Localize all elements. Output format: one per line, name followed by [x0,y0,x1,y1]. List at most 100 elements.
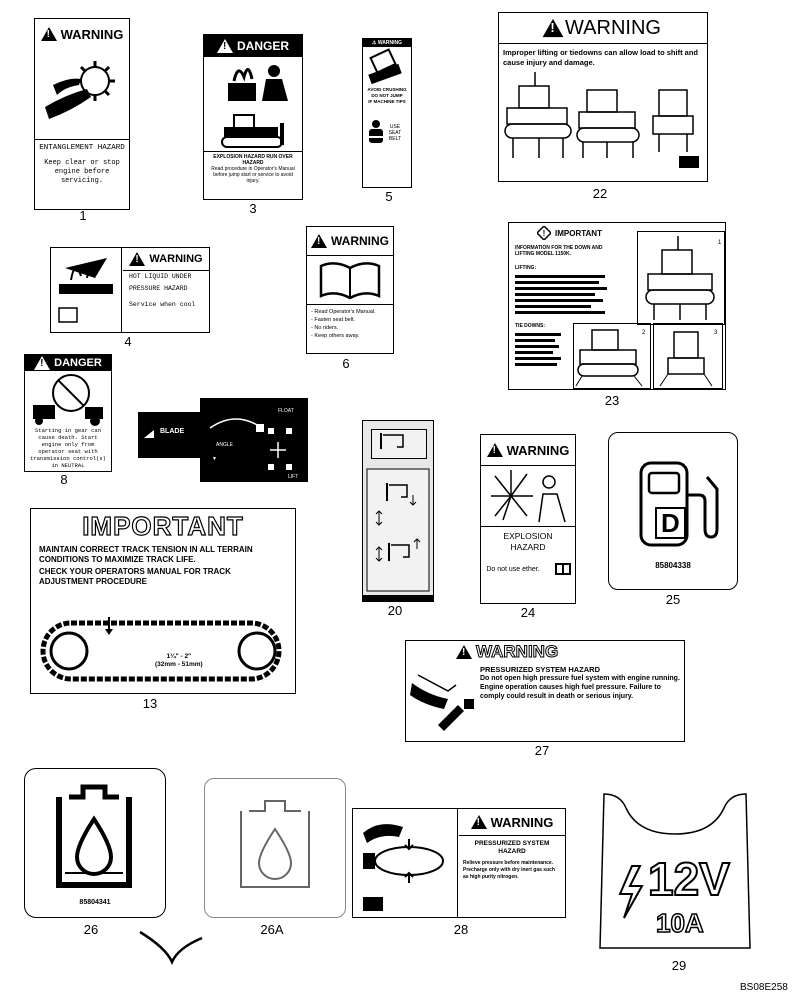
warning-triangle-icon [542,18,564,38]
decal-29-outline [599,793,751,949]
decal-5-seat-belt: ⚠ WARNING AVOID CRUSHING DO NOT JUMP IF … [362,38,412,188]
decal-23-subheader: INFORMATION FOR THE DOWN AND LIFTING MOD… [515,245,603,257]
runover-prohibition-icon [33,374,103,426]
tie-down-diagram-3: 3 [653,323,723,389]
danger-triangle-icon [34,356,51,370]
decal-25-letter: D [655,507,686,539]
diesel-fuel-pump-icon [639,461,719,547]
decal-13-line1: MAINTAIN CORRECT TRACK TENSION IN ALL TE… [39,545,253,564]
callout-13: 13 [142,696,158,711]
decal-24-header: WARNING [506,442,570,458]
decal-28-header: WARNING [490,814,554,830]
decal-5-line3: IF MACHINE TIPS [368,99,406,104]
tie-downs-text-block [515,333,561,366]
decal-27-pressurized-fuel-warning: WARNING PRESSURIZED SYSTEM HAZARD Do not… [405,640,685,742]
svg-text:2: 2 [642,330,646,336]
decal-4-body1: HOT LIQUID UNDER PRESSURE HAZARD [123,270,209,295]
warning-triangle-icon [456,645,472,659]
decal-29-voltage: 12V [647,853,731,905]
decal-6-item-1: - Fasten seat belt. [311,317,356,323]
decal-24-ether-warning: WARNING EXPLOSION HAZARD Do not use ethe… [480,434,576,604]
lifting-text-block [515,275,607,314]
callout-4: 4 [124,334,132,349]
decal-1-title: ENTANGLEMENT HAZARD [39,144,125,152]
decal-26a-hydraulic-oil [204,778,346,918]
decal-1-body: Keep clear or stop engine before servici… [44,159,120,185]
decal-4-hot-liquid-warning: WARNING HOT LIQUID UNDER PRESSURE HAZARD… [50,247,210,333]
decal-3-title: EXPLOSION HAZARD RUN OVER HAZARD [213,154,293,166]
decal-22-header: WARNING [565,16,661,39]
decal-13-dim1: 1¼" - 2" [166,653,192,660]
svg-text:FLOAT: FLOAT [278,408,294,414]
callout-5: 5 [385,189,393,204]
callout-26: 26 [83,922,99,937]
callout-28: 28 [453,922,469,937]
decal-24-body: Do not use ether. [486,565,540,573]
hydraulic-oil-reservoir-icon [56,784,132,888]
decal-13-line2: CHECK YOUR OPERATORS MANUAL FOR TRACK AD… [39,567,231,586]
decal-29-amperage: 10A [655,907,704,939]
important-diamond-icon: ! [537,226,551,240]
callout-22: 22 [592,186,608,201]
svg-text:1: 1 [718,240,722,246]
decal-27-header: WARNING [475,642,559,662]
decal-20-blade-angle [362,420,434,602]
danger-triangle-icon [216,39,233,53]
decal-22-body: Improper lifting or tiedowns can allow l… [499,43,707,72]
manual-book-icon [555,563,571,575]
battery-explosion-icon [228,65,288,101]
decal-9-label: BLADE [160,428,185,435]
decal-6-header: WARNING [331,234,389,248]
decal-6-item-2: - No riders. [311,325,339,331]
crawler-dozer-icon [221,114,284,148]
decal-5-use-seat-belt: USE SEAT BELT [388,124,402,142]
fuel-spray-hand-icon [410,674,474,731]
decal-23-lifting-important: ! IMPORTANT INFORMATION FOR THE DOWN AND… [508,222,726,390]
decal-8-body: Starting in gear can cause death. Start … [30,427,106,469]
decal-27-body: Do not open high pressure fuel system wi… [480,675,680,700]
decal-22-lifting-warning: WARNING Improper lifting or tiedowns can… [498,12,708,182]
callout-25: 25 [665,592,681,607]
callout-3: 3 [249,201,257,216]
lifting-diagram-1: 1 [637,231,725,325]
callout-20: 20 [387,603,403,618]
svg-text:ANGLE: ANGLE [216,442,234,448]
decal-28-body: Relieve pressure before maintenance. Pre… [463,860,555,880]
decal-28-title: PRESSURIZED SYSTEM HAZARD [474,840,550,855]
entanglement-gear-icon [45,61,115,119]
lifting-points-illustration [504,72,699,168]
seat-belt-operator-icon [368,120,384,143]
diagram-code: BS08E258 [740,982,788,993]
callout-29: 29 [671,958,687,973]
hydraulic-oil-reservoir-outline-icon [240,800,310,888]
decal-25-diesel-fuel: D 85804338 [608,432,738,590]
decal-26-hydraulic-oil: 85804341 [24,768,166,918]
decal-6-read-manual-warning: WARNING - Read Operator's Manual. - Fast… [306,226,394,354]
decal-13-header: IMPORTANT [82,510,244,541]
ether-explosion-icon [481,465,575,523]
open-manual-book-icon [307,255,393,300]
svg-text:!: ! [543,229,546,238]
decal-1-entanglement-warning: WARNING ENTANGLEMENT HAZARD Keep clear o… [34,18,130,210]
decal-13-dim2: (32mm - 51mm) [155,661,203,668]
decal-25-part-number: 85804338 [655,561,691,570]
decal-6-item-3: - Keep others away. [311,333,360,339]
decal-4-header: WARNING [149,253,203,265]
decal-23-lifting-label: LIFTING: [515,265,537,271]
decal-27-title: PRESSURIZED SYSTEM HAZARD [480,665,601,674]
svg-text:▼: ▼ [212,456,217,462]
decal-8-header: DANGER [54,357,102,369]
decal-3-body: Read procedure in Operator's Manual befo… [211,166,295,184]
warning-triangle-icon [129,252,146,266]
decal-6-item-0: - Read Operator's Manual. [311,309,376,315]
callout-8: 8 [60,472,68,487]
decal-1-header: WARNING [60,26,124,42]
accumulator-pressure-icon [363,809,458,917]
decal-8-start-in-gear-danger: DANGER Starting in gear can cause death.… [24,354,112,472]
rollover-machine-icon [368,48,402,85]
decal-3-explosion-danger: DANGER EXPLOSION HAZARD RUN OVER HAZARD … [203,34,303,200]
tie-down-diagram-2: 2 [573,323,651,389]
warning-triangle-icon [40,27,57,41]
warning-triangle-icon [311,234,327,248]
